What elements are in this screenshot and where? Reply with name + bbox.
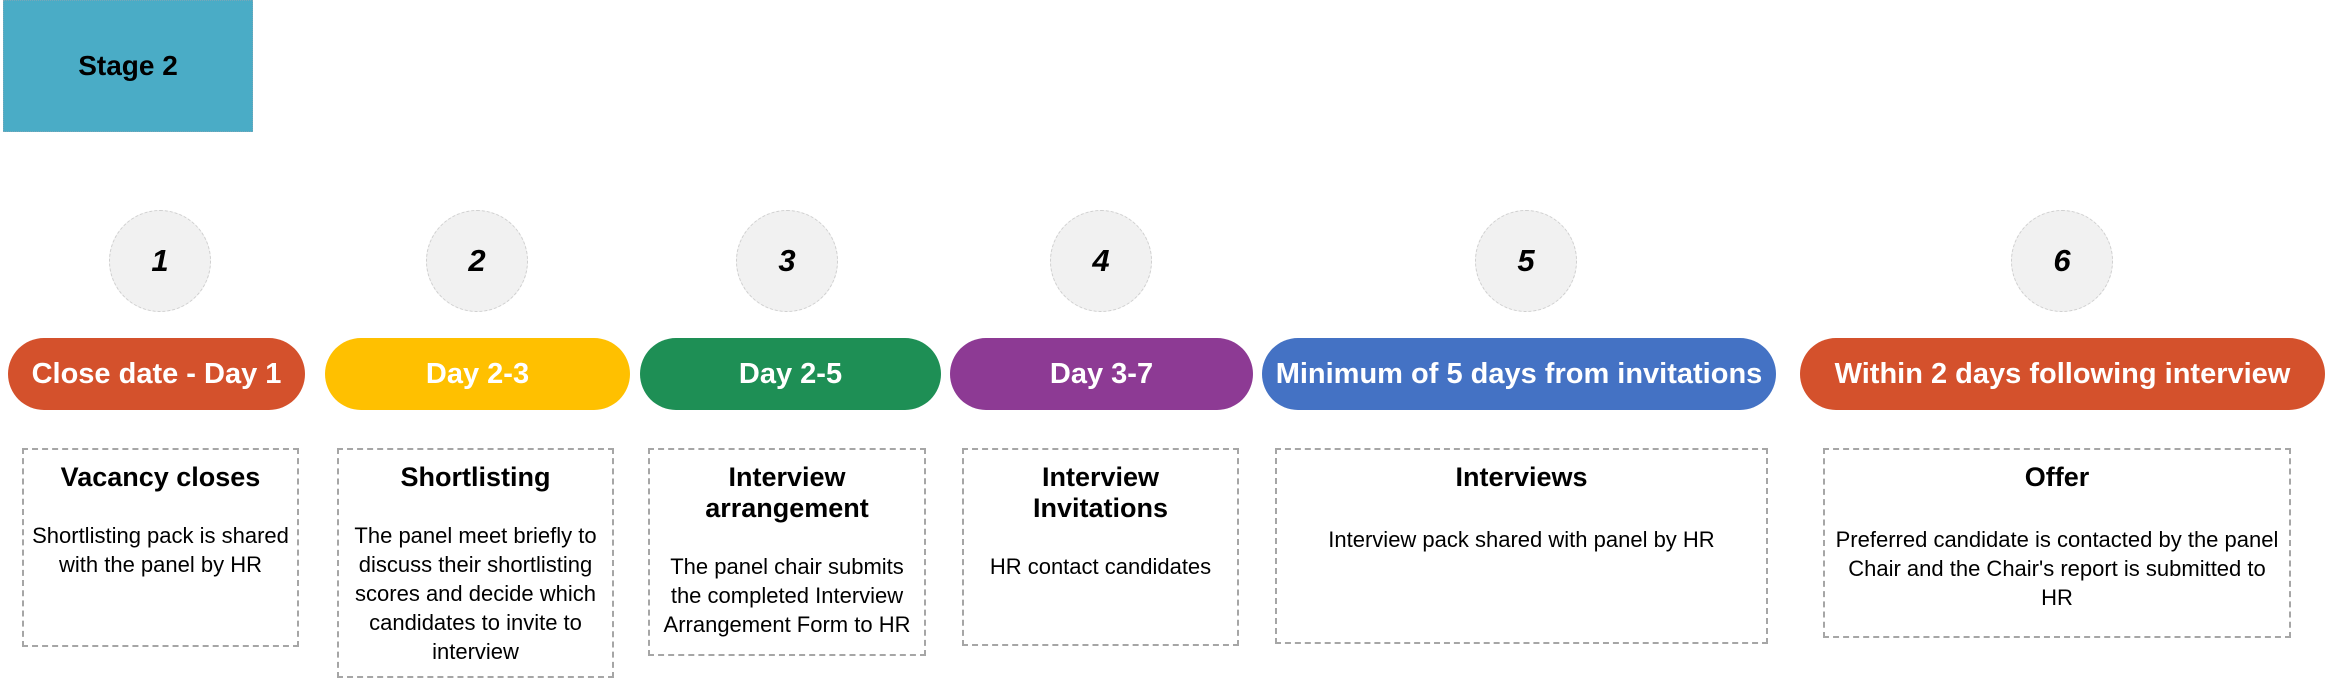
step-5-number-circle: 5 — [1475, 210, 1577, 312]
step-1-body: Shortlisting pack is shared with the pan… — [32, 523, 289, 578]
step-3-number-circle: 3 — [736, 210, 838, 312]
stage-label-box: Stage 2 — [3, 0, 253, 132]
step-1-description-box: Vacancy closes Shortlisting pack is shar… — [22, 448, 299, 647]
step-1-timeline-pill: Close date - Day 1 — [8, 338, 305, 410]
step-1-number: 1 — [151, 243, 169, 278]
step-4-description-box: Interview Invitations HR contact candida… — [962, 448, 1239, 646]
step-5-timeline-label: Minimum of 5 days from invitations — [1275, 357, 1763, 390]
step-4-timeline-pill: Day 3-7 — [950, 338, 1253, 410]
step-2-description-box: Shortlisting The panel meet briefly to d… — [337, 448, 614, 678]
step-1-title: Vacancy closes — [60, 462, 261, 492]
step-5-timeline-pill: Minimum of 5 days from invitations — [1262, 338, 1776, 410]
step-3-title: Interview arrangement — [705, 462, 869, 524]
step-3-body: The panel chair submits the completed In… — [663, 554, 911, 638]
step-3-timeline-pill: Day 2-5 — [640, 338, 941, 410]
step-6-title: Offer — [2024, 462, 2090, 492]
step-5-number: 5 — [1517, 243, 1535, 278]
step-4-body: HR contact candidates — [989, 554, 1212, 580]
step-2-timeline-label: Day 2-3 — [425, 357, 530, 390]
step-2-timeline-pill: Day 2-3 — [325, 338, 630, 410]
step-4-number: 4 — [1092, 243, 1110, 278]
step-3-description-box: Interview arrangement The panel chair su… — [648, 448, 926, 656]
step-2-body: The panel meet briefly to discuss their … — [354, 523, 597, 665]
step-4-number-circle: 4 — [1050, 210, 1152, 312]
step-4-title: Interview Invitations — [1032, 462, 1168, 524]
step-6-timeline-pill: Within 2 days following interview — [1800, 338, 2325, 410]
step-2-title: Shortlisting — [400, 462, 551, 492]
stage-label: Stage 2 — [78, 50, 178, 81]
step-1-timeline-label: Close date - Day 1 — [31, 357, 282, 390]
step-3-timeline-label: Day 2-5 — [738, 357, 843, 390]
step-2-number: 2 — [468, 243, 486, 278]
step-5-body: Interview pack shared with panel by HR — [1328, 527, 1715, 553]
step-4-timeline-label: Day 3-7 — [1049, 357, 1154, 390]
step-6-number-circle: 6 — [2011, 210, 2113, 312]
step-6-timeline-label: Within 2 days following interview — [1834, 357, 2291, 390]
step-3-number: 3 — [778, 243, 796, 278]
step-6-body: Preferred candidate is contacted by the … — [1835, 527, 2279, 611]
step-2-number-circle: 2 — [426, 210, 528, 312]
step-1-number-circle: 1 — [109, 210, 211, 312]
step-6-number: 6 — [2053, 243, 2071, 278]
step-5-description-box: Interviews Interview pack shared with pa… — [1275, 448, 1768, 644]
step-6-description-box: Offer Preferred candidate is contacted b… — [1823, 448, 2291, 638]
step-5-title: Interviews — [1455, 462, 1588, 492]
